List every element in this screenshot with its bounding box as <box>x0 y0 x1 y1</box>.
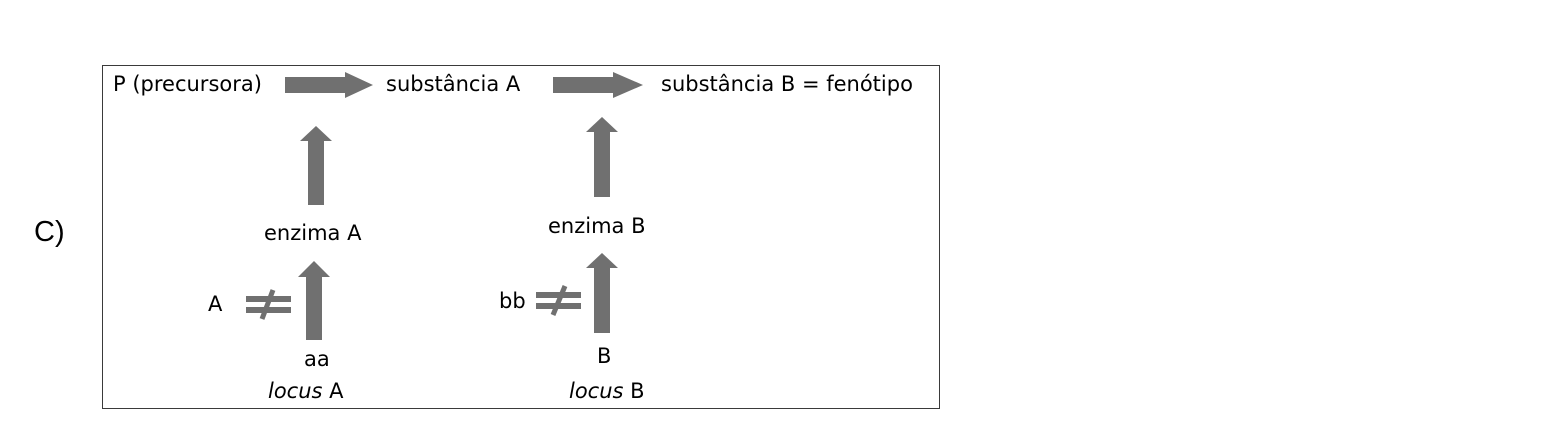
right-arrow-icon <box>285 72 373 98</box>
precursor-label: P (precursora) <box>113 72 262 96</box>
up-arrow-icon <box>300 126 332 205</box>
not-equal-icon <box>246 289 291 320</box>
option-label: C) <box>34 216 65 248</box>
enzyme-a-label: enzima A <box>264 221 362 245</box>
locus-b-word: locus <box>569 379 624 403</box>
right-arrow-icon <box>553 72 643 98</box>
locus-a-label: locus A <box>268 381 344 402</box>
locus-b-letter: B <box>623 379 645 403</box>
up-arrow-icon <box>586 253 618 333</box>
enzyme-b-label: enzima B <box>548 214 646 238</box>
allele-a-label: A <box>208 292 223 316</box>
up-arrow-icon <box>586 117 618 197</box>
diagram-frame <box>102 65 940 409</box>
allele-b-label: B <box>597 344 612 368</box>
locus-a-word: locus <box>268 379 323 403</box>
locus-a-letter: A <box>322 379 344 403</box>
substance-a-label: substância A <box>386 72 521 96</box>
genotype-bb-label: bb <box>499 289 526 313</box>
locus-b-label: locus B <box>569 381 645 402</box>
not-equal-icon <box>536 285 581 316</box>
up-arrow-icon <box>298 261 330 340</box>
substance-b-phenotype-label: substância B = fenótipo <box>661 72 913 96</box>
genotype-aa-label: aa <box>304 347 330 371</box>
